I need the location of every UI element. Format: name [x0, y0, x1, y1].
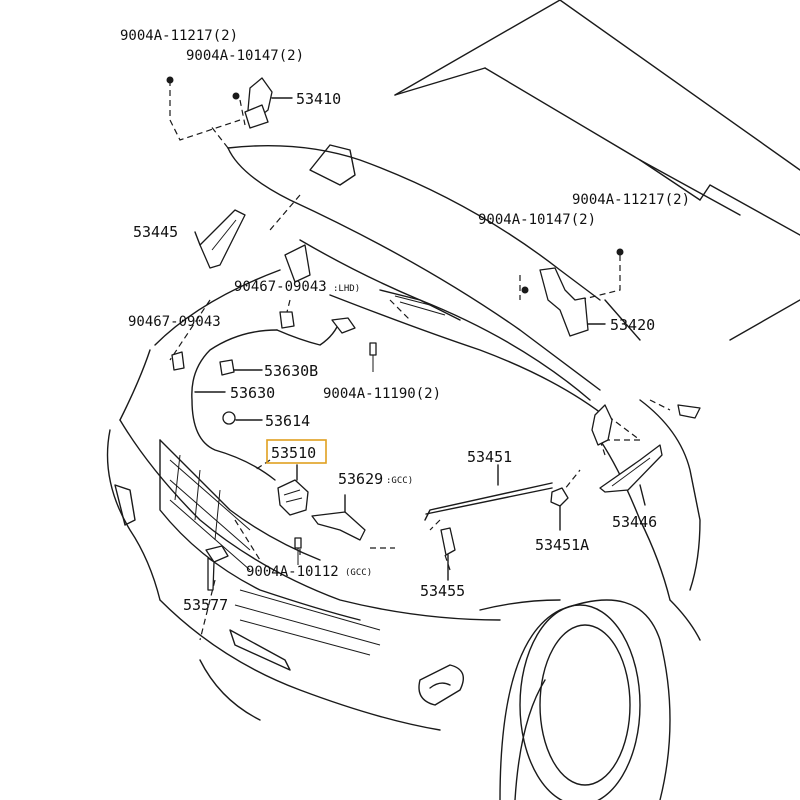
label-bolt-11190: 9004A-11190(2) — [323, 386, 441, 402]
hood-catch-gcc[interactable] — [311, 494, 366, 541]
label-cushion: 90467-09043 — [128, 314, 221, 330]
bumper-bolt[interactable] — [205, 545, 229, 591]
label-support-rod: 53451 — [467, 448, 512, 466]
label-hinge-left: 53410 — [296, 90, 341, 108]
label-holder-clip: 53455 — [420, 582, 465, 600]
label-bracket-right: 53446 — [612, 513, 657, 531]
cable-clip[interactable] — [219, 359, 263, 376]
hood-support-rod[interactable] — [424, 464, 553, 521]
hood-lock[interactable] — [277, 464, 309, 516]
lock-highlight-box — [266, 439, 327, 464]
label-catch-gcc: 53629 — [338, 470, 383, 488]
label-top-bolt-b: 9004A-10147(2) — [186, 48, 304, 64]
windshield-frame — [394, 0, 800, 341]
hood-panel — [227, 144, 641, 421]
label-cushion-lhd-sub: :LHD) — [333, 284, 360, 294]
grille — [159, 439, 381, 671]
hood-striker — [591, 404, 701, 446]
label-clip-b: 53630B — [264, 362, 318, 380]
rod-holder-clip[interactable] — [440, 527, 456, 581]
bolt-11190[interactable] — [369, 342, 377, 372]
hood-hinge-right[interactable] — [521, 248, 624, 337]
headlight-fog-lamp — [114, 484, 464, 706]
hood-cushion[interactable] — [171, 351, 185, 371]
label-bracket-left: 53445 — [133, 223, 178, 241]
part-labels: 9004A-11217(2) 9004A-10147(2) 53410 5344… — [120, 28, 690, 614]
label-stopper: 53614 — [265, 412, 310, 430]
bolt-10112-gcc[interactable] — [294, 537, 302, 565]
hood-hinge-left[interactable] — [166, 76, 293, 129]
hood-stopper[interactable] — [222, 411, 263, 425]
label-bolt-gcc: 9004A-10112 — [246, 564, 339, 580]
label-catch-gcc-sub: :GCC) — [386, 476, 413, 486]
front-wheel — [499, 599, 671, 800]
hood-release-cable[interactable] — [191, 317, 356, 481]
hood-bracket-right[interactable] — [599, 444, 663, 506]
label-cable: 53630 — [230, 384, 275, 402]
rod-holder[interactable] — [550, 487, 569, 531]
label-holder: 53451A — [535, 536, 589, 554]
hood-bracket-left[interactable] — [194, 209, 246, 269]
label-right-bolt: 9004A-11217(2) — [572, 192, 690, 208]
label-lock: 53510 — [271, 444, 316, 462]
label-hinge-right: 53420 — [610, 316, 655, 334]
car-front-body — [106, 269, 701, 731]
label-bolt-gcc-sub: (GCC) — [345, 568, 372, 578]
guide-lines — [169, 80, 671, 641]
label-right-bolt-b: 9004A-10147(2) — [478, 212, 596, 228]
label-cushion-lhd: 90467-09043 — [234, 279, 327, 295]
label-top-bolt: 9004A-11217(2) — [120, 28, 238, 44]
hood-cushion-lhd[interactable] — [279, 244, 311, 329]
label-bumper-bolt: 53577 — [183, 596, 228, 614]
